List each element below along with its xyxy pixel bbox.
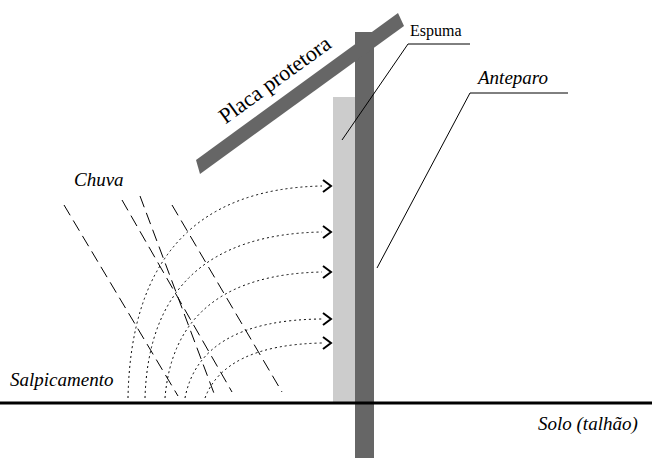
rain-line [122,200,232,392]
rain-line [140,196,215,396]
arrowhead [323,226,331,238]
rain-lines [64,196,282,396]
rain-label: Chuva [74,170,124,191]
splash-arcs [128,186,322,398]
part-label: Espuma [410,22,462,40]
splash-arc [128,186,322,398]
part-label: Anteparo [478,68,548,89]
arrowhead [323,337,331,349]
splash-arc [145,232,322,398]
arrowhead [323,180,331,192]
screen-board [355,32,374,458]
splash-arc [165,272,322,398]
leader-line [342,44,470,140]
splash-label: Salpicamento [10,370,113,391]
soil-line [0,402,652,405]
foam-strip [333,97,355,402]
protective-plate [196,13,404,174]
splash-arrowheads [323,180,331,349]
leader-lines [342,44,568,268]
rain-line [172,205,282,392]
splash-arc [185,319,322,398]
arrowhead [323,313,331,325]
rain-line [64,205,178,396]
arrowhead [323,266,331,278]
splash-arc [205,343,322,398]
soil-label: Solo (talhão) [538,414,638,435]
leader-line [377,93,568,268]
